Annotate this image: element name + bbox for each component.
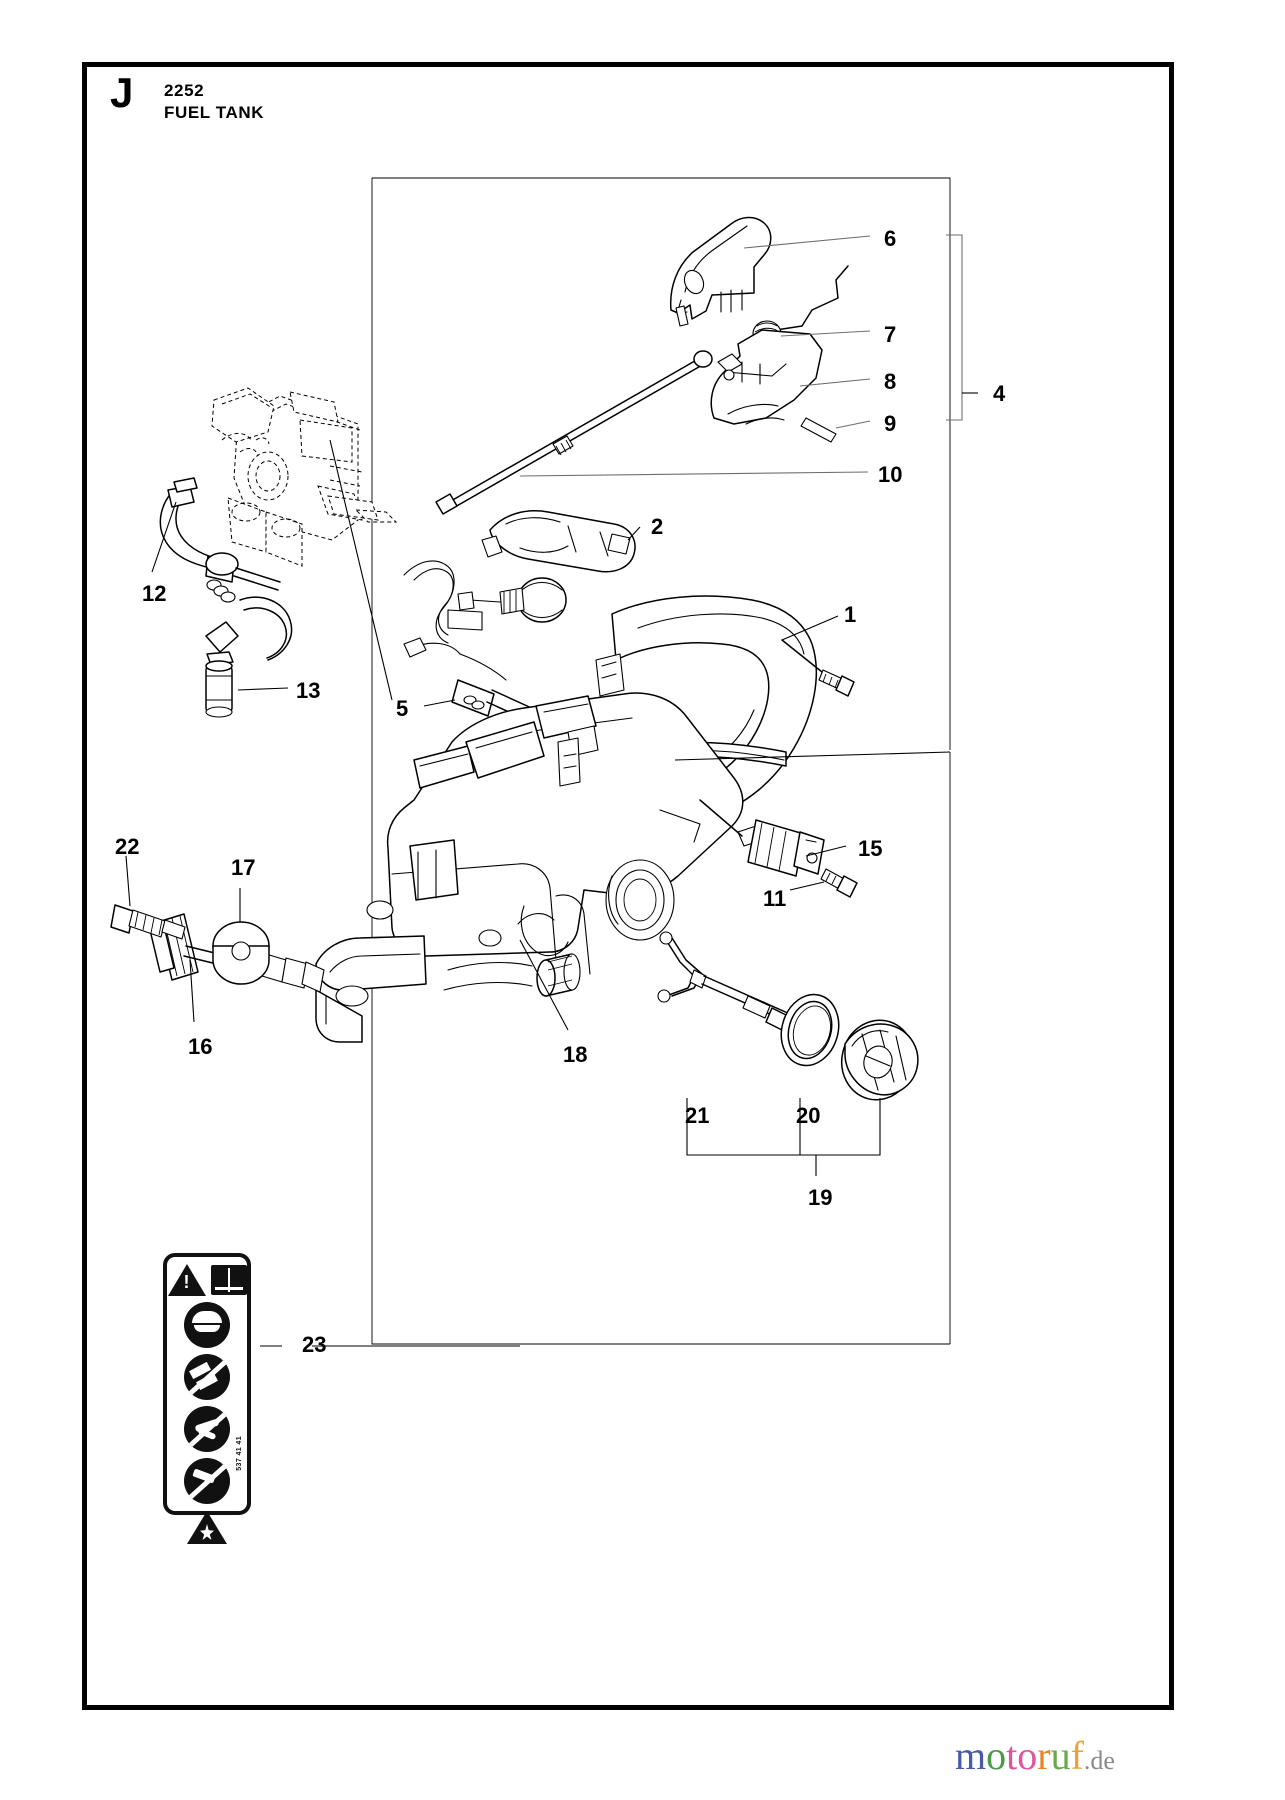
callout-20: 20 bbox=[796, 1103, 821, 1128]
diagram-header: J 2252 FUEL TANK bbox=[110, 69, 265, 124]
callout-4: 4 bbox=[993, 381, 1006, 406]
callout-19: 19 bbox=[808, 1185, 833, 1210]
callout-6: 6 bbox=[884, 226, 897, 251]
watermark-letter-r: r bbox=[1037, 1733, 1051, 1778]
callout-9: 9 bbox=[884, 411, 897, 436]
watermark-letter-f: f bbox=[1070, 1733, 1084, 1778]
callout-17: 17 bbox=[231, 855, 256, 880]
assembly-title: FUEL TANK bbox=[164, 102, 265, 122]
callout-22: 22 bbox=[115, 834, 140, 859]
callout-11: 11 bbox=[763, 886, 787, 911]
site-watermark: motoruf.de bbox=[955, 1736, 1115, 1776]
model-number: 2252 bbox=[164, 81, 205, 100]
callout-13: 13 bbox=[296, 678, 321, 703]
manual-book-icon bbox=[210, 1265, 247, 1295]
section-letter: J bbox=[110, 69, 134, 116]
no-kickback-contact-icon bbox=[184, 1354, 230, 1400]
kickback-warning-triangle-icon bbox=[187, 1511, 227, 1544]
watermark-tld: .de bbox=[1083, 1746, 1115, 1775]
callout-16: 16 bbox=[188, 1034, 213, 1059]
callout-1: 1 bbox=[844, 602, 857, 627]
watermark-letter-u: u bbox=[1050, 1733, 1071, 1778]
callout-21: 21 bbox=[685, 1103, 710, 1128]
callout-7: 7 bbox=[884, 322, 897, 347]
decal-part-number: 537 41 41 bbox=[236, 1436, 243, 1471]
watermark-letter-t: t bbox=[1006, 1733, 1018, 1778]
decal-top-row bbox=[167, 1257, 247, 1296]
warning-triangle-icon bbox=[167, 1264, 206, 1296]
two-hand-grip-icon bbox=[184, 1458, 230, 1504]
callout-15: 15 bbox=[858, 836, 883, 861]
warning-decal: 537 41 41 bbox=[163, 1253, 251, 1544]
callout-12: 12 bbox=[142, 581, 167, 606]
watermark-letter-o2: o bbox=[1017, 1733, 1038, 1778]
callout-8: 8 bbox=[884, 369, 897, 394]
callout-23: 23 bbox=[302, 1332, 327, 1357]
callout-2: 2 bbox=[651, 514, 664, 539]
callout-10: 10 bbox=[878, 462, 903, 487]
no-one-hand-use-icon bbox=[184, 1406, 230, 1452]
callout-18: 18 bbox=[563, 1042, 588, 1067]
helmet-eye-ear-protection-icon bbox=[184, 1302, 230, 1348]
callout-5: 5 bbox=[396, 696, 409, 721]
watermark-letter-o1: o bbox=[986, 1733, 1007, 1778]
watermark-letter-m: m bbox=[955, 1733, 987, 1778]
